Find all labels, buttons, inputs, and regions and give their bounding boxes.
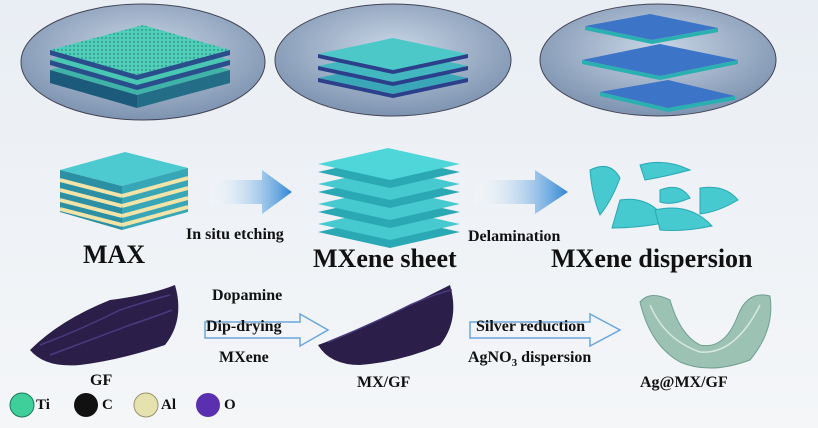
legend-c-label: C [102,397,113,413]
legend-o-dot [196,393,220,417]
label-mx-gf: MX/GF [357,374,411,391]
max-stack [59,152,189,230]
legend-al-label: Al [161,397,176,413]
arrow-etching [210,170,292,214]
agmxgf-foam [639,294,772,369]
gf-foam [30,285,179,366]
label-silver-reduction: Silver reduction [476,318,586,335]
label-dip-drying: Dip-drying [206,318,282,335]
legend-ti-label: Ti [36,397,50,413]
mxene-sheet-stack [318,148,460,248]
arrow-step2 [469,312,622,348]
label-mxene-sheet: MXene sheet [313,244,457,273]
label-max: MAX [83,240,146,269]
label-in-situ-etching: In situ etching [186,226,284,243]
legend-ti-dot [9,392,35,418]
arrow-delamination [475,170,568,214]
label-mxene-dispersion: MXene dispersion [551,244,753,273]
ellipse-sheet-zoom [274,3,512,117]
label-dopamine: Dopamine [212,287,283,304]
label-agno3-dispersion: AgNO3 dispersion [468,349,591,369]
label-ag-mx-gf: Ag@MX/GF [640,374,728,391]
legend-c-dot [74,393,98,417]
label-gf: GF [90,372,113,389]
legend-circles [9,392,220,418]
agno3-sub: 3 [511,357,518,370]
mxgf-foam [318,285,454,365]
label-mxene-step: MXene [219,349,269,366]
ellipse-dispersion-zoom [539,3,777,117]
arrow-step1 [204,312,330,348]
legend-o-label: O [224,397,236,413]
ellipse-max-zoom [20,3,266,121]
label-delamination: Delamination [468,228,561,245]
legend-al-dot [133,392,159,418]
agno3-suffix: dispersion [517,349,592,366]
mxene-dispersion-flakes [589,161,739,231]
agno3-prefix: AgNO [468,349,512,366]
